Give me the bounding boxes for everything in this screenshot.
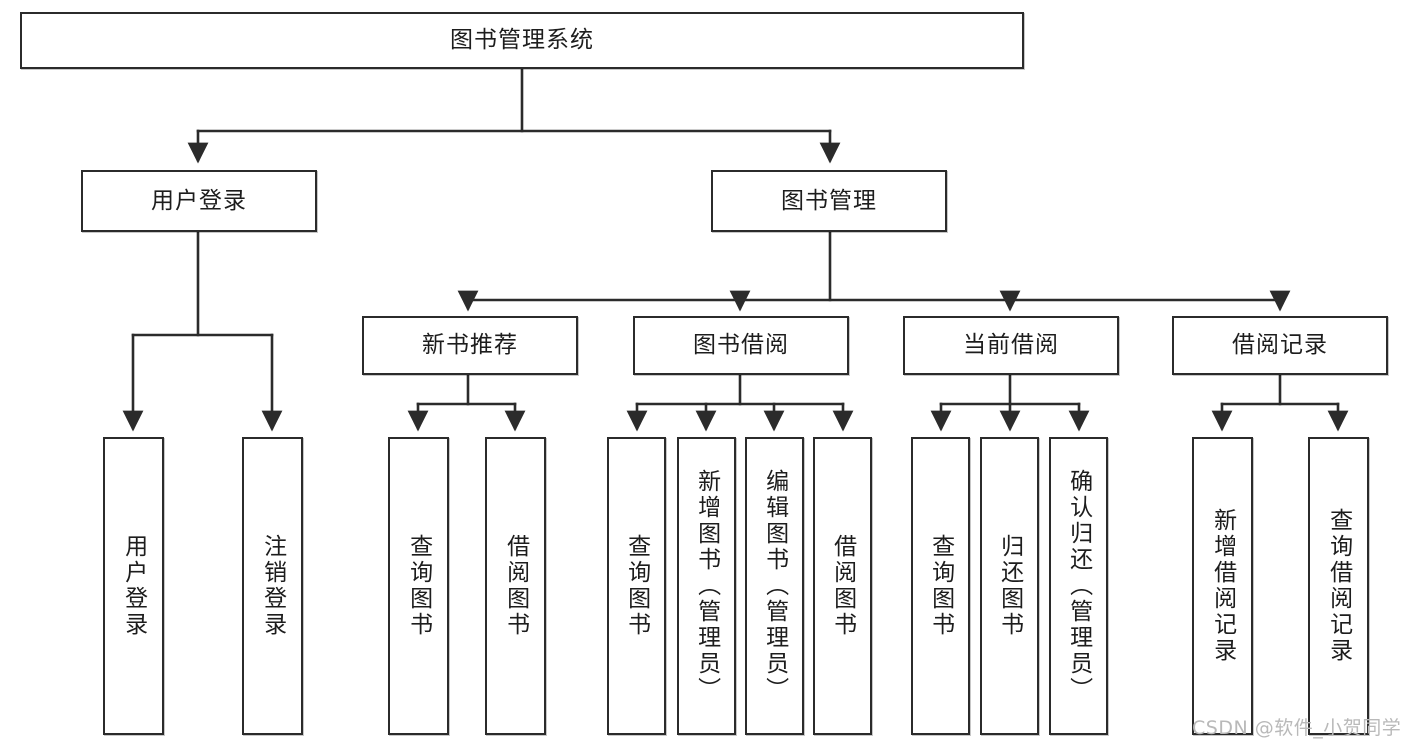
node-book-management[interactable]: 图书管理 <box>711 170 947 232</box>
leaf-borrow-book-recommend-label: 借阅图书 <box>502 534 529 638</box>
node-user-login[interactable]: 用户登录 <box>81 170 317 232</box>
leaf-confirm-return-admin[interactable]: 确认归还（管理员） <box>1049 437 1108 735</box>
leaf-query-borrow-record-label: 查询借阅记录 <box>1325 508 1352 664</box>
node-root-label: 图书管理系统 <box>450 27 594 54</box>
leaf-borrow-book-recommend[interactable]: 借阅图书 <box>485 437 546 735</box>
leaf-add-borrow-record[interactable]: 新增借阅记录 <box>1192 437 1253 735</box>
node-book-borrow[interactable]: 图书借阅 <box>633 316 849 375</box>
leaf-logout[interactable]: 注销登录 <box>242 437 303 735</box>
leaf-query-book-current[interactable]: 查询图书 <box>911 437 970 735</box>
node-book-borrow-label: 图书借阅 <box>693 332 789 359</box>
node-current-borrow-label: 当前借阅 <box>963 332 1059 359</box>
node-root[interactable]: 图书管理系统 <box>20 12 1024 69</box>
node-new-book-recommend[interactable]: 新书推荐 <box>362 316 578 375</box>
watermark: CSDN @软件_小贺同学 <box>1192 717 1402 739</box>
leaf-add-book-admin-label: 新增图书（管理员） <box>693 469 720 703</box>
leaf-user-login-label: 用户登录 <box>120 534 147 638</box>
node-current-borrow[interactable]: 当前借阅 <box>903 316 1119 375</box>
leaf-borrow-book[interactable]: 借阅图书 <box>813 437 872 735</box>
leaf-add-book-admin[interactable]: 新增图书（管理员） <box>677 437 736 735</box>
leaf-query-book-label: 查询图书 <box>623 534 650 638</box>
leaf-borrow-book-label: 借阅图书 <box>829 534 856 638</box>
node-new-book-recommend-label: 新书推荐 <box>422 332 518 359</box>
node-book-management-label: 图书管理 <box>781 187 877 214</box>
leaf-confirm-return-admin-label: 确认归还（管理员） <box>1065 469 1092 703</box>
leaf-query-book-recommend[interactable]: 查询图书 <box>388 437 449 735</box>
leaf-user-login[interactable]: 用户登录 <box>103 437 164 735</box>
node-user-login-label: 用户登录 <box>151 187 247 214</box>
node-borrow-record[interactable]: 借阅记录 <box>1172 316 1388 375</box>
leaf-add-borrow-record-label: 新增借阅记录 <box>1209 508 1236 664</box>
leaf-query-book-current-label: 查询图书 <box>927 534 954 638</box>
node-borrow-record-label: 借阅记录 <box>1232 332 1328 359</box>
leaf-edit-book-admin-label: 编辑图书（管理员） <box>761 469 788 703</box>
leaf-edit-book-admin[interactable]: 编辑图书（管理员） <box>745 437 804 735</box>
leaf-query-borrow-record[interactable]: 查询借阅记录 <box>1308 437 1369 735</box>
leaf-return-book[interactable]: 归还图书 <box>980 437 1039 735</box>
leaf-query-book[interactable]: 查询图书 <box>607 437 666 735</box>
leaf-query-book-recommend-label: 查询图书 <box>405 534 432 638</box>
leaf-logout-label: 注销登录 <box>259 534 286 638</box>
leaf-return-book-label: 归还图书 <box>996 534 1023 638</box>
